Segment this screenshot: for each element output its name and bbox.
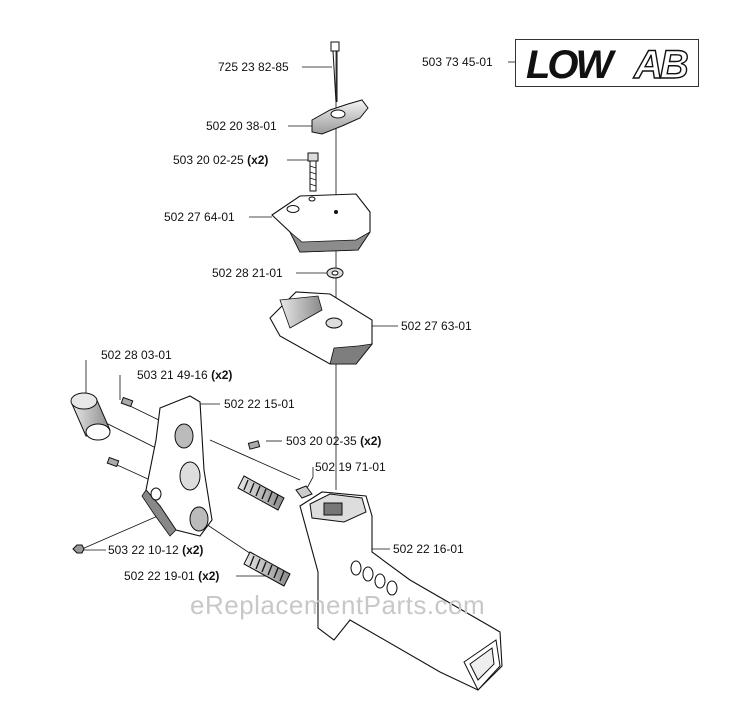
- label-503221012-qty: (x2): [182, 543, 204, 557]
- wing-nut: [311, 99, 369, 135]
- springs: [237, 475, 291, 587]
- small-screw: [307, 152, 319, 192]
- label-503214916-number: 503 21 49-16: [137, 368, 208, 382]
- bracket: [141, 395, 213, 537]
- label-503200225-qty: (x2): [247, 153, 269, 167]
- label-502221601: 502 22 16-01: [393, 542, 464, 556]
- logo-main-text: LOW: [526, 43, 617, 86]
- bushing: [70, 392, 111, 441]
- label-503214916: 503 21 49-16 (x2): [137, 368, 232, 382]
- label-502221901-number: 502 22 19-01: [124, 569, 195, 583]
- long-bolt: [330, 41, 340, 103]
- label-502221901: 502 22 19-01 (x2): [124, 569, 219, 583]
- label-503200235-number: 503 20 02-35: [286, 434, 357, 448]
- watermark: eReplacementParts.com: [190, 590, 486, 620]
- label-502282101: 502 28 21-01: [212, 266, 283, 280]
- label-502221901-qty: (x2): [198, 569, 220, 583]
- lower-clamp: [269, 291, 373, 365]
- handle-housing: [299, 491, 503, 691]
- label-503200225-number: 503 20 02-25: [173, 153, 244, 167]
- label-503221012: 503 22 10-12 (x2): [108, 543, 203, 557]
- label-502203801: 502 20 38-01: [206, 119, 277, 133]
- label-503221012-number: 503 22 10-12: [108, 543, 179, 557]
- logo-tail-text: AB: [633, 43, 688, 86]
- label-502197101: 502 19 71-01: [315, 460, 386, 474]
- label-502280301: 502 28 03-01: [101, 348, 172, 362]
- label-503734501: 503 73 45-01: [422, 55, 493, 69]
- upper-clamp: [271, 193, 371, 253]
- label-502221501: 502 22 15-01: [224, 397, 295, 411]
- left-screws: [72, 396, 261, 554]
- decal-logo: LOW AB: [515, 39, 699, 88]
- label-502276401: 502 27 64-01: [164, 210, 235, 224]
- square-nut: [295, 485, 313, 499]
- label-725238285: 725 23 82-85: [218, 60, 289, 74]
- label-503200235-qty: (x2): [360, 434, 382, 448]
- label-503200235: 503 20 02-35 (x2): [286, 434, 381, 448]
- label-503214916-qty: (x2): [211, 368, 233, 382]
- logo-graphic: LOW AB: [526, 42, 692, 87]
- label-503200225: 503 20 02-25 (x2): [173, 153, 268, 167]
- label-502276301: 502 27 63-01: [401, 319, 472, 333]
- washer: [326, 267, 344, 279]
